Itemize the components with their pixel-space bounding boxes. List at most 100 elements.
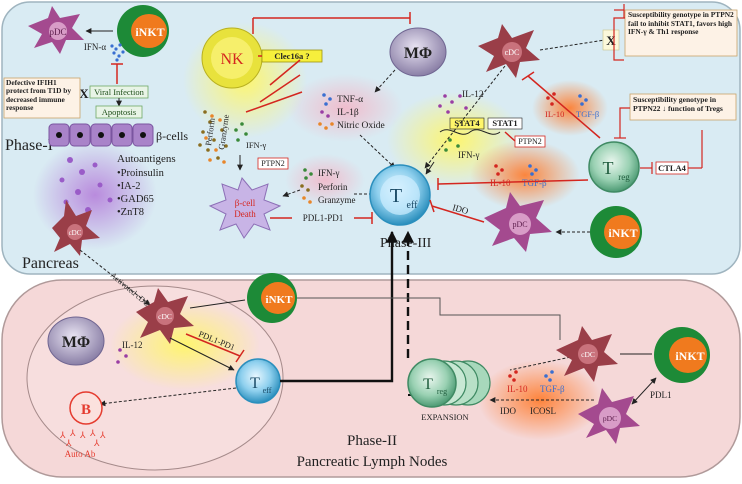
tnf-alpha-label: TNF-α (337, 95, 363, 105)
pdl1-pd1-label-pancreas: PDL1-PD1 (303, 213, 344, 223)
teff-cell-lymph: T eff (235, 358, 281, 404)
clec16a-label: Clec16a ? (274, 51, 309, 61)
ifih1-note: Defective IFIH1 protect from T1D by decr… (6, 78, 72, 113)
cdc-label-lymph: cDC (158, 312, 172, 321)
pancreas-label: Pancreas (22, 255, 79, 272)
ifn-gamma-label-nk: IFN-γ (246, 140, 267, 150)
ido-label-lymph: IDO (500, 406, 516, 416)
svg-text:⅄: ⅄ (79, 430, 86, 440)
perforin-label-teff: Perforin (318, 182, 348, 192)
ptpn2-label-phase3: PTPN2 (518, 137, 542, 146)
ifn-alpha-label: IFN-α (84, 42, 106, 52)
tgf-label-cdc: TGF-β (576, 109, 599, 119)
il10-tgf-dots-lymph (508, 370, 554, 382)
phase3-label: Phase-III (380, 236, 432, 251)
stat1-label: STAT1 (492, 118, 517, 128)
antigen-proinsulin: •Proinsulin (117, 168, 165, 179)
beta-cells (48, 123, 154, 147)
ptpn22-note: Susceptibility genotype in PTPN22 ↓ func… (633, 95, 723, 113)
nitric-oxide-label: Nitric Oxide (337, 121, 385, 131)
ifn-gamma-dots-nk (234, 122, 248, 142)
treg-expansion-cluster: T reg (407, 358, 491, 408)
ptpn22-note-box (629, 93, 737, 121)
pdc-label-lymph-right: pDC (603, 414, 617, 423)
il12-dots-lymph (116, 348, 128, 364)
il10-label-cdc: IL-10 (545, 109, 564, 119)
macrophage-lymph: MΦ (47, 316, 105, 366)
antibody-glyphs: ⅄⅄⅄⅄⅄⅄⅄ (59, 428, 106, 448)
pdc-cell-lymph-right: pDC (578, 388, 640, 444)
antigen-znt8: •ZnT8 (117, 207, 144, 218)
inkt-cell-topleft: iNKT (117, 5, 169, 57)
inkt-label-lymph-right: iNKT (675, 349, 704, 363)
treg-label-lymph-sub: reg (437, 387, 447, 396)
pdl1-label-lymph: PDL1 (650, 390, 672, 400)
icosl-label: ICOSL (530, 406, 556, 416)
ido-inhibit-teff (431, 205, 485, 223)
perforin-label-nk: Perforin (203, 117, 217, 147)
antigen-ia2: •IA-2 (117, 181, 141, 192)
ifn-gamma-label-teff: IFN-γ (318, 168, 339, 178)
cdc-label: cDC (69, 229, 82, 237)
autoantigens-label: Autoantigens (117, 153, 176, 165)
il12-dots (438, 94, 468, 114)
macrophage-pancreas: MΦ (389, 27, 447, 77)
inkt-label-lymph: iNKT (266, 294, 294, 306)
expansion-label: EXPANSION (421, 412, 468, 422)
teff-migration-arrow (280, 230, 398, 383)
tgf-label-lymph: TGF-β (540, 384, 565, 394)
beta-death-label-2: Death (234, 209, 256, 219)
phase2-label: Phase-II (347, 433, 397, 449)
ptpn2-note-box (624, 9, 738, 57)
treg-label-sub: reg (618, 172, 630, 182)
cytokine-glow-mphi (287, 74, 403, 142)
svg-text:⅄: ⅄ (65, 438, 72, 448)
apoptosis-box (95, 105, 143, 119)
cdc-label-phase3: cDC (505, 48, 520, 57)
nk-cell: NK (201, 27, 263, 89)
pdc-cell-phase3: pDC (484, 192, 552, 252)
stat4-box (449, 117, 485, 130)
treg-inhibit-cdc (527, 75, 601, 139)
svg-text:⅄: ⅄ (99, 430, 106, 440)
il12-label-pancreas: IL-12 (462, 90, 484, 100)
ptpn2-box-phase3 (514, 135, 546, 148)
svg-text:⅄: ⅄ (69, 428, 76, 438)
il12-label-lymph: IL-12 (122, 340, 143, 350)
cdc-cell-lymph-right: cDC (556, 326, 618, 382)
ifih1-note-box (3, 77, 81, 119)
il10-tgf-dots-cdc (546, 92, 588, 106)
treg-label-lymph-T: T (423, 376, 433, 393)
teff-label-lymph-sub: eff (263, 386, 272, 395)
teff-label-lymph-T: T (250, 375, 260, 392)
beta-cell-death: β-cell Death (208, 176, 282, 239)
lymph-nodes-label: Pancreatic Lymph Nodes (297, 454, 448, 470)
viral-infection-label: Viral Infection (94, 87, 145, 97)
perforin-granzyme-dots (198, 110, 228, 164)
il10-glow-phase3 (470, 140, 580, 210)
phase1-label: Phase-I (5, 137, 53, 154)
nk-label: NK (220, 51, 244, 68)
nk-inhibit-lines (245, 12, 411, 113)
ptpn2-label-nk: PTPN2 (261, 159, 285, 168)
granzyme-label-nk: Granzyme (216, 114, 231, 151)
ifn-gamma-label-phase3: IFN-γ (458, 150, 479, 160)
teff-label-sub: eff (407, 200, 419, 211)
cytokine-dots-teff (300, 168, 313, 204)
mphi-label: MΦ (404, 45, 432, 62)
dna-squiggle (439, 129, 501, 135)
granzyme-label-teff: Granzyme (318, 195, 355, 205)
antigen-gad65: •GAD65 (117, 194, 154, 205)
beta-cells-label: β-cells (156, 129, 188, 143)
cytokine-dots-mphi (318, 93, 334, 130)
il10-label-lymph: IL-10 (507, 384, 528, 394)
beta-death-label-1: β-cell (235, 198, 256, 208)
ido-label-phase3: IDO (451, 202, 470, 216)
x-mark-ifih1: X (79, 86, 89, 101)
cdc-cell-phase1: cDC (52, 200, 100, 256)
pdc-cell-topleft: pDC (28, 6, 84, 54)
auto-ab-label: Auto Ab (65, 449, 96, 459)
ptpn2-note: Susceptibility genotype in PTPN2 fail to… (628, 10, 734, 37)
treg-label-T: T (603, 158, 614, 178)
cdc-cell-phase3: cDC (478, 24, 540, 78)
